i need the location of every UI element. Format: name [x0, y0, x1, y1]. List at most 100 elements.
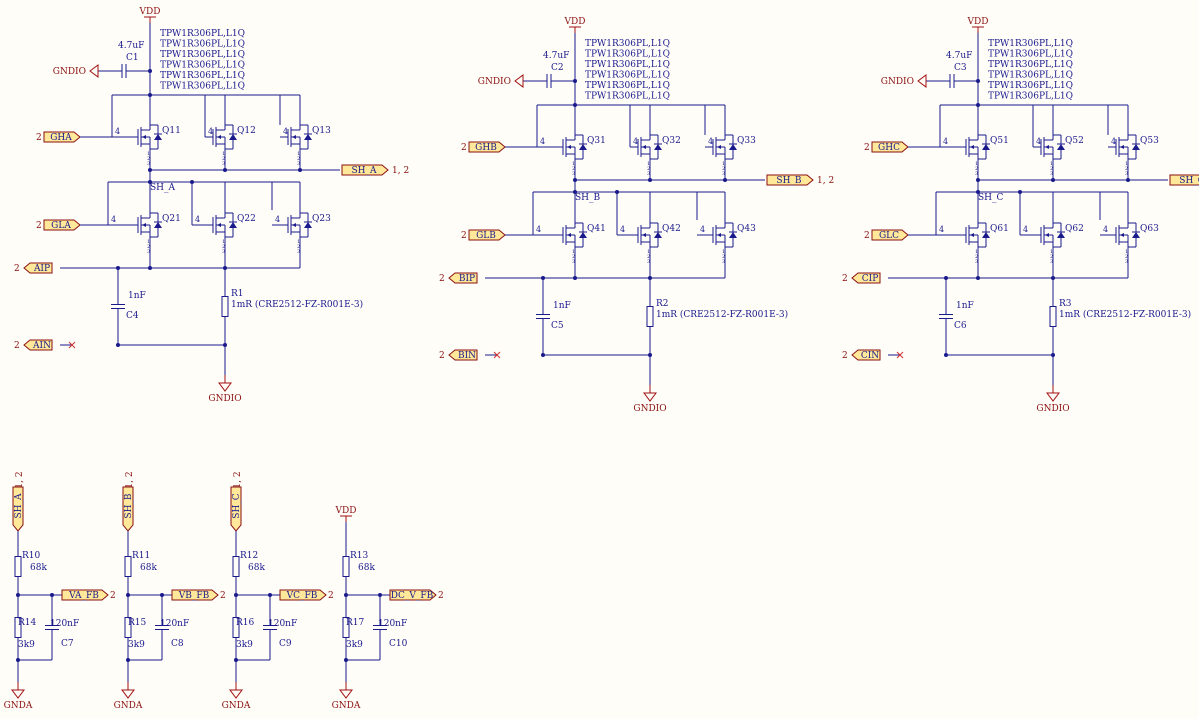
pin-number: 2: [1050, 166, 1053, 172]
pin-number: 3: [147, 161, 150, 167]
gate-pin-number: 4: [115, 127, 120, 136]
mosfet-ref: Q21: [162, 214, 181, 224]
cap-ref: C9: [279, 639, 292, 649]
port-pins: 1, 2: [392, 166, 409, 176]
port-left: CIP: [851, 272, 881, 284]
pin-number: 1: [297, 151, 300, 157]
resistor-body: [232, 556, 240, 577]
port-pin: 2: [14, 341, 20, 351]
mosfet-ref: Q63: [1140, 224, 1159, 234]
port-shape: [448, 349, 478, 361]
port-pins: 1, 2: [15, 471, 25, 488]
resistor-ref: R17: [346, 618, 365, 628]
gate-pin-number: 4: [1023, 225, 1028, 234]
pin-number: 3: [1125, 259, 1128, 265]
part-number: TPW1R306PL,L1Q: [585, 60, 670, 70]
resistor-body: [342, 556, 350, 577]
phase-2: VDD4.7uFC2GNDIOTPW1R306PL,L1QTPW1R306PL,…: [439, 17, 834, 414]
ground-icon: [229, 689, 243, 699]
port-label: GLC: [879, 231, 899, 241]
port-pin: 2: [220, 591, 226, 601]
cap-ref: C10: [389, 639, 408, 649]
ground-icon: [514, 74, 524, 88]
port-pin: 2: [328, 591, 334, 601]
pin-number: 1: [1125, 161, 1128, 167]
port-right: GHB: [468, 141, 506, 153]
resistor-body: [124, 556, 132, 577]
part-number: TPW1R306PL,L1Q: [988, 50, 1073, 60]
resistor-value: 68k: [248, 563, 265, 573]
vdd-label: VDD: [967, 17, 989, 27]
resistor-ref: R12: [240, 551, 258, 561]
ground-symbol: GNDIO: [208, 375, 242, 404]
vdd-symbol: VDD: [967, 17, 989, 33]
gate-pin-number: 4: [536, 225, 541, 234]
port-pin: 2: [110, 591, 116, 601]
port-pin: 2: [461, 143, 467, 153]
port-shape: [871, 229, 909, 241]
port-right: GHA: [43, 131, 81, 143]
resistor-value: 3k9: [18, 640, 35, 650]
port-shape: [279, 589, 327, 601]
ground-label: GNDIO: [633, 404, 666, 414]
gate-pin-number: 4: [939, 225, 944, 234]
gate-pin-number: 4: [943, 137, 948, 146]
junction-dot: [944, 353, 948, 357]
mosfet-ref: Q23: [312, 214, 331, 224]
cap-ref: C6: [954, 321, 967, 331]
mosfet-ref: Q22: [237, 214, 256, 224]
port-pin: 2: [461, 231, 467, 241]
vdd-label: VDD: [139, 7, 161, 17]
mosfet-ref: Q53: [1140, 136, 1159, 146]
port-right: GLA: [43, 219, 81, 231]
pin-number: 1: [147, 151, 150, 157]
port-right: VB_FB: [171, 589, 219, 601]
cap-value: 1nF: [553, 301, 571, 311]
port-pin: 2: [842, 351, 848, 361]
port-label: VC_FB: [286, 591, 318, 601]
port-shape: [61, 589, 109, 601]
part-number: TPW1R306PL,L1Q: [585, 81, 670, 91]
junction-dot: [1051, 178, 1055, 182]
port-label: BIN: [458, 351, 476, 361]
part-number: TPW1R306PL,L1Q: [988, 81, 1073, 91]
gate-pin-number: 4: [700, 225, 705, 234]
mosfet-ref: Q12: [237, 126, 256, 136]
pin-number: 3: [297, 161, 300, 167]
gate-pin-number: 4: [275, 215, 280, 224]
gate-pin-number: 4: [283, 127, 288, 136]
ground-label: GNDIO: [478, 77, 511, 87]
resistor-body: [221, 296, 229, 317]
junction-dot: [1126, 178, 1130, 182]
resistor-ref: R10: [22, 551, 41, 561]
port-shape: [341, 164, 389, 176]
port-pins: 1, 2: [233, 471, 243, 488]
resistor-value: 68k: [140, 563, 157, 573]
port-left: AIP: [23, 262, 53, 274]
resistor-ref: R15: [128, 618, 147, 628]
ground-symbol: GNDA: [4, 682, 33, 711]
ground-label: GNDA: [114, 701, 143, 711]
part-number: TPW1R306PL,L1Q: [160, 29, 245, 39]
part-number: TPW1R306PL,L1Q: [585, 50, 670, 60]
pin-number: 1: [222, 151, 225, 157]
junction-dot: [976, 276, 980, 280]
part-number: TPW1R306PL,L1Q: [585, 92, 670, 102]
resistor-ref: R11: [132, 551, 150, 561]
port-right: GLB: [468, 229, 506, 241]
port-right: VC_FB: [279, 589, 327, 601]
part-number: TPW1R306PL,L1Q: [160, 50, 245, 60]
